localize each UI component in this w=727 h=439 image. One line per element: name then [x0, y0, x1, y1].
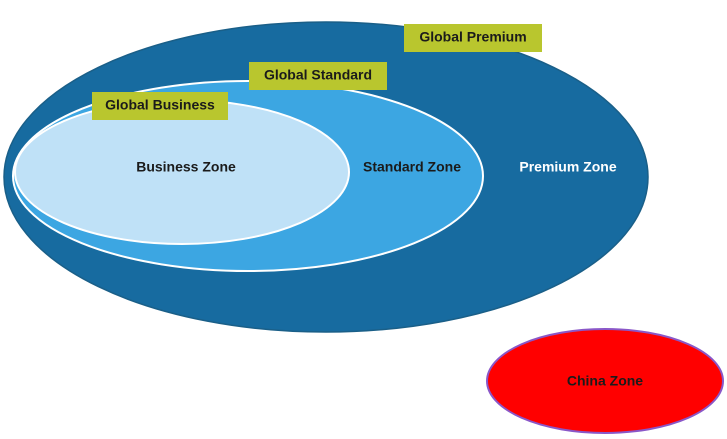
global-business-tag-label: Global Business — [105, 97, 215, 113]
global-standard-tag: Global Standard — [249, 62, 387, 90]
global-premium-tag-label: Global Premium — [419, 29, 526, 45]
standard-zone-label: Standard Zone — [363, 159, 461, 175]
global-premium-tag-box — [404, 24, 542, 52]
global-business-tag-box — [92, 92, 228, 120]
business-zone-label: Business Zone — [136, 159, 236, 175]
global-business-tag: Global Business — [92, 92, 228, 120]
global-standard-tag-label: Global Standard — [264, 67, 372, 83]
global-standard-tag-box — [249, 62, 387, 90]
global-premium-tag: Global Premium — [404, 24, 542, 52]
china-zone-label: China Zone — [567, 373, 643, 389]
premium-zone-label: Premium Zone — [519, 159, 616, 175]
china-zone-ellipse — [486, 328, 724, 434]
